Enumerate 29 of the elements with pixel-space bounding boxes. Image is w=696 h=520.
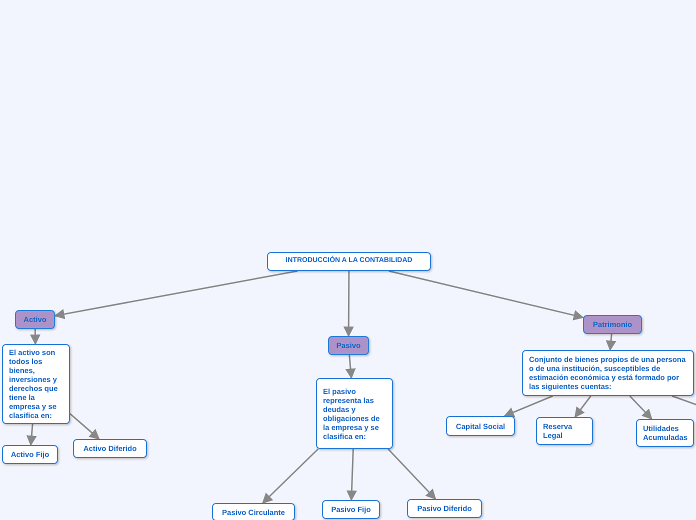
concept-box	[407, 499, 482, 518]
category-box	[583, 315, 642, 334]
category-box	[15, 310, 55, 329]
arrow	[70, 413, 100, 440]
concept-box	[636, 419, 694, 447]
concept-box	[522, 350, 694, 396]
arrow	[30, 328, 40, 346]
arrow	[345, 354, 356, 380]
concept-box	[73, 439, 147, 458]
arrow	[54, 270, 298, 320]
arrow	[346, 448, 357, 502]
arrow	[26, 424, 37, 446]
arrow	[629, 395, 652, 420]
arrow	[606, 334, 616, 352]
concept-box	[2, 445, 58, 464]
arrow	[388, 448, 436, 500]
arrow	[504, 395, 553, 418]
concept-box	[316, 378, 393, 449]
concept-box	[322, 500, 380, 519]
category-box	[328, 336, 369, 355]
concept-box	[446, 416, 515, 436]
concept-box	[536, 417, 593, 445]
arrow	[343, 271, 354, 338]
concept-box	[212, 503, 295, 520]
arrow	[574, 396, 592, 418]
arrow	[262, 448, 319, 504]
concept-box	[267, 252, 431, 271]
arrow	[388, 270, 584, 320]
concept-box	[2, 344, 70, 424]
